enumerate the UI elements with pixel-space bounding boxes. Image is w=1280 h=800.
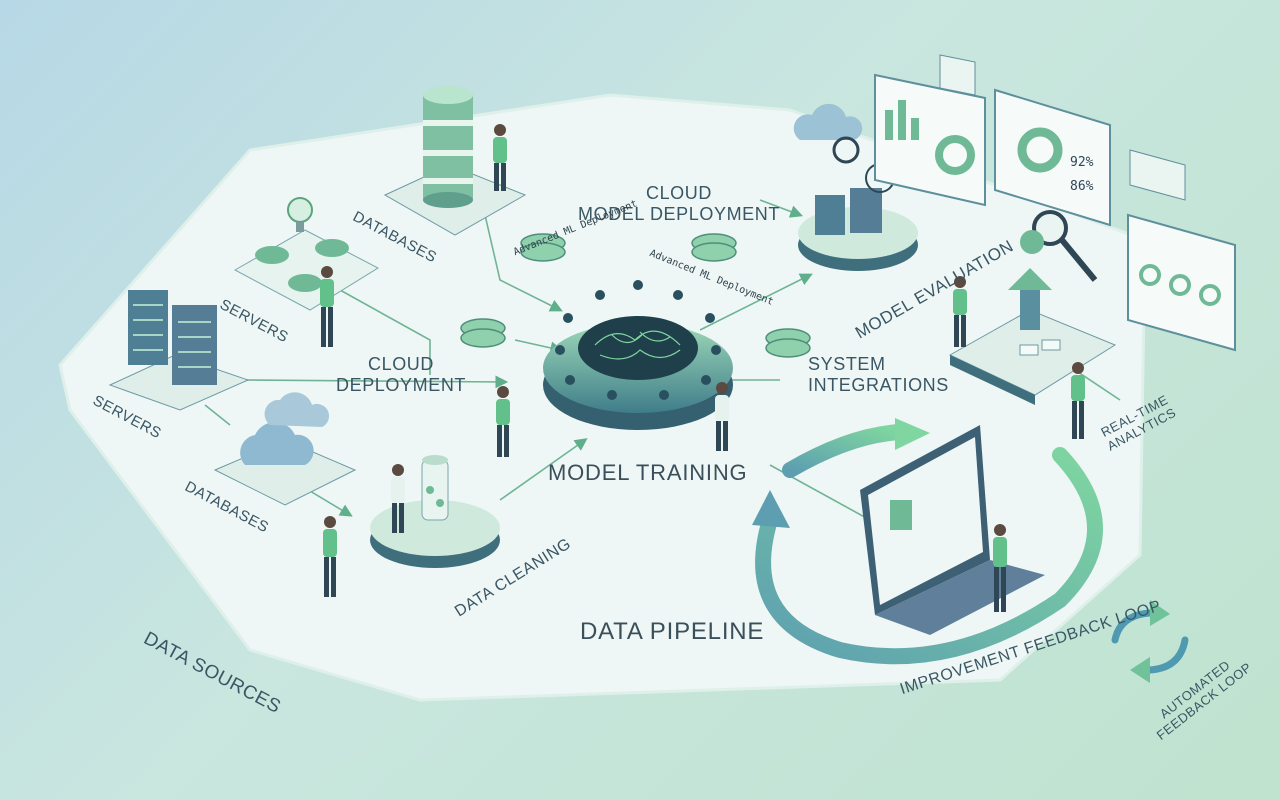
person-figure-icon (391, 464, 405, 533)
label-cloud-model-deployment: CLOUD MODEL DEPLOYMENT (578, 183, 780, 224)
person-figure-icon (953, 276, 967, 347)
person-figure-icon (320, 266, 334, 347)
person-figure-icon (323, 516, 337, 597)
loop-arrowhead-icon (1150, 600, 1170, 626)
connector-lines (204, 199, 1121, 521)
person-figure-icon (715, 382, 729, 451)
dashboard-panels (874, 54, 1236, 352)
label-cloud-deployment: CLOUD DEPLOYMENT (336, 354, 467, 395)
person-figure-icon (493, 124, 507, 191)
model-training-hub (543, 280, 733, 430)
automated-loop-icon (1111, 609, 1189, 674)
servers-tile (233, 197, 380, 311)
dashboard-metric-1: 92% (1070, 155, 1094, 170)
person-figure-icon (496, 386, 510, 457)
person-figure-icon (993, 524, 1007, 612)
loop-arrowhead-icon (895, 418, 930, 450)
loop-arrowhead-icon (1130, 657, 1150, 683)
model-evaluation-station (948, 210, 1117, 405)
database-stack-icon (383, 86, 527, 236)
feedback-loop-arrows (755, 424, 1103, 665)
label-data-pipeline: DATA PIPELINE (580, 618, 765, 645)
label-model-training: MODEL TRAINING (548, 460, 748, 485)
server-rack-icon (108, 290, 250, 411)
cloud-deployment-station (793, 103, 918, 271)
cloud-storage-icon (213, 392, 357, 506)
data-token-icon (460, 233, 811, 358)
loop-arrowhead-icon (752, 490, 790, 528)
person-figure-icon (1071, 362, 1085, 439)
label-system-integrations: SYSTEM INTEGRATIONS (808, 354, 949, 395)
dashboard-metric-2: 86% (1070, 179, 1094, 194)
